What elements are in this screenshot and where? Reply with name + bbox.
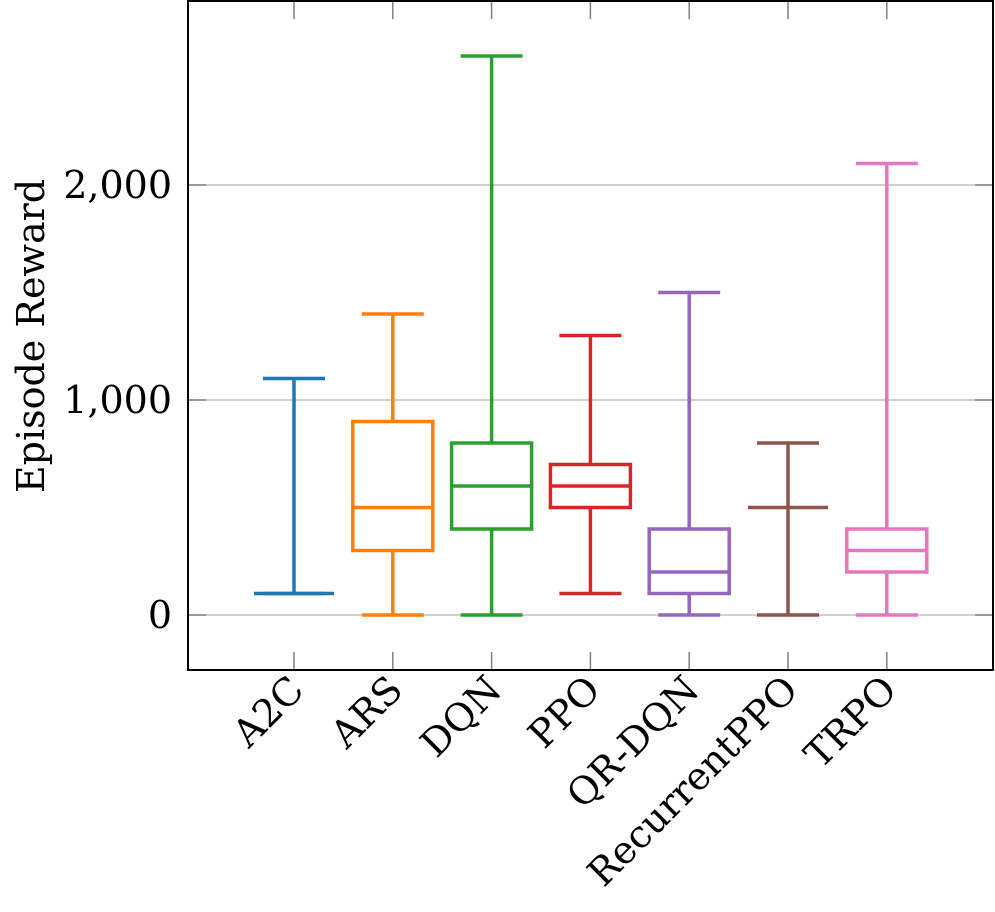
box-trpo [845, 161, 929, 617]
y-axis-title: Episode Reward [9, 179, 53, 493]
box-ppo [548, 333, 633, 596]
box-qr-dqn [647, 290, 731, 617]
x-tick-label: A2C [223, 667, 312, 756]
boxes [254, 54, 929, 617]
y-tick-label: 1,000 [63, 378, 172, 422]
box-a2c [254, 376, 334, 596]
plot-area-frame [187, 0, 994, 671]
y-tick-label: 2,000 [63, 163, 172, 207]
x-tick-label: PPO [519, 667, 608, 756]
box-ars [351, 312, 435, 617]
y-tick-labels: 0 1,000 2,000 [63, 163, 172, 637]
y-tick-label: 0 [148, 593, 172, 637]
axis-ticks [188, 1, 993, 670]
box-recurrentppo [748, 441, 828, 617]
x-tick-label: DQN [412, 667, 510, 765]
iqr-box [647, 527, 731, 596]
x-tick-label: ARS [321, 667, 411, 757]
x-tick-label: TRPO [796, 667, 905, 776]
iqr-box [351, 419, 435, 553]
box-dqn [449, 54, 534, 617]
